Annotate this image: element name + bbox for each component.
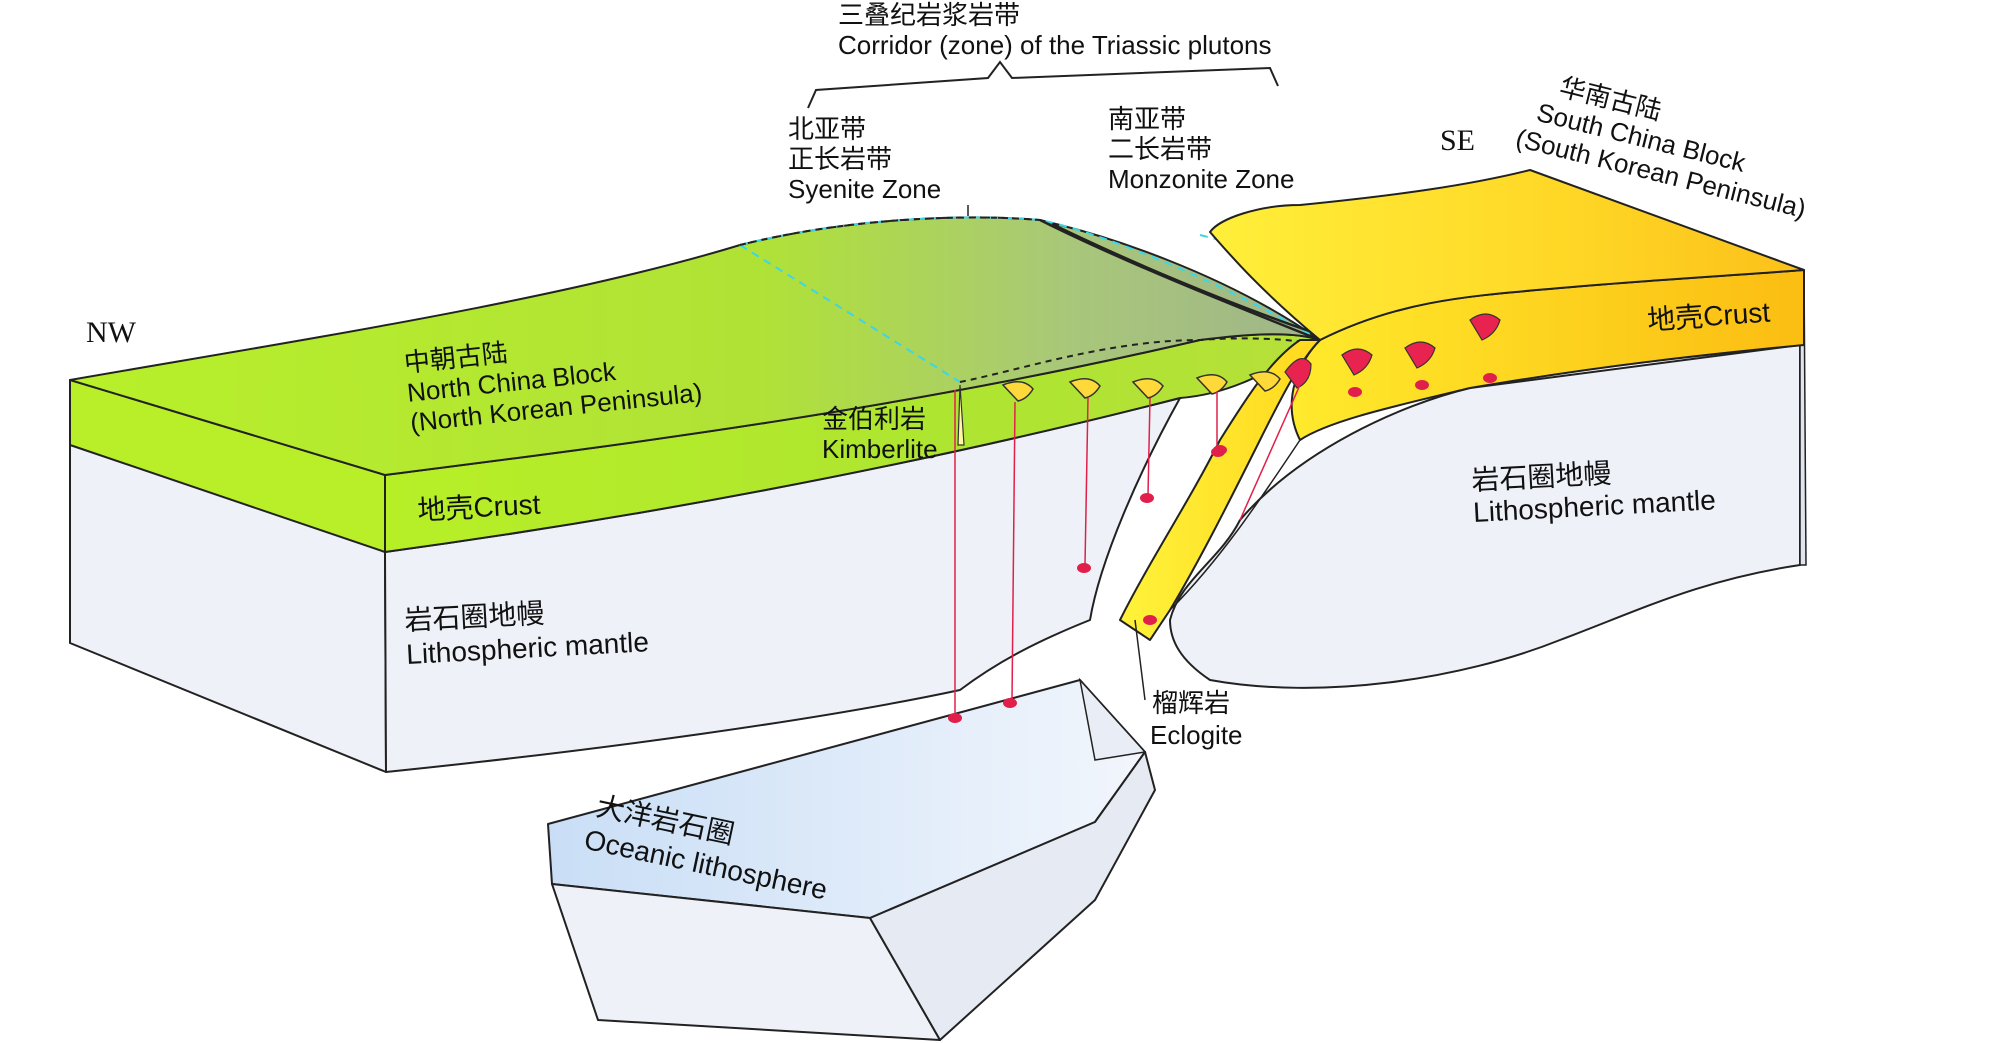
- north-china-block: [69, 216, 1321, 773]
- kimberlite-pipe: [957, 384, 965, 446]
- oceanic-side-face: [869, 751, 1156, 1041]
- pluton: [1131, 378, 1164, 399]
- pluton-red: [1341, 348, 1373, 376]
- feeder-dyke: [1239, 384, 1301, 521]
- melt-pod: [1415, 380, 1429, 390]
- nc-top-surface: [69, 216, 1321, 476]
- north-china-crust-label: 地壳Crust: [417, 489, 542, 526]
- pluton: [1248, 371, 1281, 392]
- kimberlite-label-en: Kimberlite: [822, 434, 938, 464]
- corridor-bracket: [807, 60, 1279, 109]
- syenite-zone-label-cn-1: 北亚带: [788, 114, 866, 144]
- pluton: [1068, 378, 1101, 399]
- melt-pod: [1213, 445, 1227, 455]
- syenite-plutons: [948, 371, 1281, 723]
- syenite-zone-label-cn-2: 正长岩带: [788, 144, 892, 174]
- melt-pod: [1483, 373, 1497, 383]
- feeder-dyke: [1147, 397, 1151, 496]
- se-orientation-label: SE: [1440, 124, 1475, 157]
- south-china-crust-label: 地壳Crust: [1646, 296, 1771, 336]
- eclogite-label-en: Eclogite: [1150, 720, 1243, 750]
- pluton: [1001, 381, 1034, 402]
- monzonite-zone-label-en: Monzonite Zone: [1108, 164, 1294, 194]
- feeder-dyke: [1011, 401, 1016, 701]
- syenite-zone-label-en: Syenite Zone: [788, 174, 941, 204]
- oceanic-lithosphere: [547, 677, 1156, 1041]
- south-china-block: [1119, 169, 1807, 689]
- pluton-red: [1284, 357, 1312, 389]
- pluton: [1195, 374, 1228, 395]
- sc-top-surface: [1209, 169, 1805, 341]
- subducting-crust-slab: [1119, 339, 1321, 641]
- pluton-red: [1469, 313, 1501, 341]
- south-china-mantle-cn: 岩石圈地幔: [1471, 458, 1612, 496]
- melt-pod: [1348, 387, 1362, 397]
- kimberlite-label-cn: 金伯利岩: [822, 404, 926, 434]
- monzonite-zone-label-cn-2: 二长岩带: [1108, 134, 1212, 164]
- melt-pod: [1003, 698, 1017, 708]
- monzonite-zone-label-cn-1: 南亚带: [1108, 104, 1186, 134]
- corridor-title-cn: 三叠纪岩浆岩带: [838, 0, 1020, 30]
- oceanic-slab-neck: [1078, 677, 1147, 761]
- subducting-crust-slab-inner: [1169, 439, 1301, 611]
- pluton-red: [1404, 341, 1436, 369]
- eclogite-pointer: [1134, 619, 1146, 701]
- sc-mantle-side: [1169, 344, 1801, 689]
- melt-pod: [948, 713, 962, 723]
- eclogite-label-cn: 榴辉岩: [1152, 688, 1230, 718]
- melt-pod: [1140, 493, 1154, 503]
- melt-pod: [1143, 615, 1157, 625]
- nw-orientation-label: NW: [86, 316, 137, 349]
- monzonite-plutons: [1143, 313, 1501, 625]
- suture-lines: [1039, 218, 1321, 342]
- corridor-title-en: Corridor (zone) of the Triassic plutons: [838, 30, 1272, 60]
- melt-pod: [1077, 563, 1091, 573]
- feeder-dyke: [1084, 397, 1089, 566]
- north-china-mantle-cn: 岩石圈地幔: [404, 598, 545, 636]
